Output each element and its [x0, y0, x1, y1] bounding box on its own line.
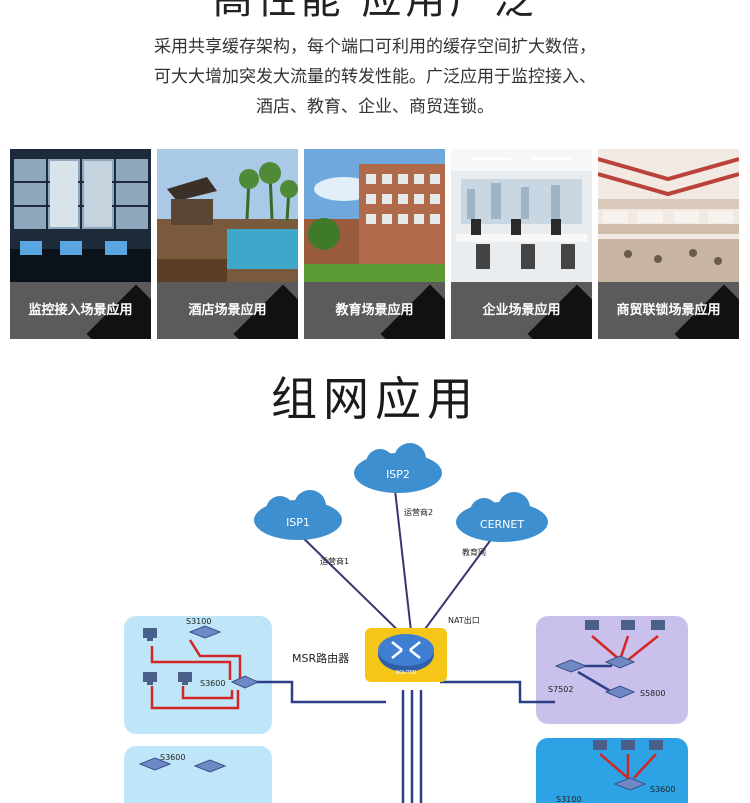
- cloud-isp2-label: ISP2: [386, 468, 410, 481]
- school-building-icon: [304, 149, 445, 282]
- scene-card-enterprise[interactable]: 企业场景应用: [451, 149, 592, 339]
- nat-label: NAT出口: [448, 615, 480, 625]
- right-zone-bottom: [536, 738, 688, 803]
- cloud-isp2-icon: [354, 443, 442, 493]
- router-badge: ROUTER: [396, 670, 417, 676]
- router-label: MSR路由器: [292, 651, 349, 665]
- scene-gallery: 监控接入场景应用 酒店场景应用: [10, 149, 740, 339]
- switch-label-s5800: S5800: [640, 689, 665, 698]
- left-zone: [124, 616, 272, 734]
- scene-label: 酒店场景应用: [188, 303, 267, 318]
- scene-card-education[interactable]: 教育场景应用: [304, 149, 445, 339]
- section-description: 采用共享缓存架构，每个端口可利用的缓存空间扩大数倍， 可大大增加突发大流量的转发…: [0, 32, 750, 122]
- switch-label-s3100-left: S3100: [186, 617, 211, 626]
- hotel-pool-icon: [157, 149, 298, 282]
- office-icon: [451, 149, 592, 282]
- scene-card-retail-chain[interactable]: 商贸联锁场景应用: [598, 149, 739, 339]
- switch-label-s7502: S7502: [548, 685, 573, 694]
- switch-icon: [554, 655, 647, 791]
- scene-label: 企业场景应用: [482, 303, 561, 318]
- monitor-wall-icon: [10, 149, 151, 282]
- cloud-cernet-label: CERNET: [480, 518, 524, 531]
- description-line: 酒店、教育、企业、商贸连锁。: [256, 97, 494, 117]
- shopping-mall-icon: [598, 149, 739, 282]
- pc-icon: [585, 620, 665, 750]
- switch-label-s3600-left: S3600: [200, 679, 225, 688]
- scene-label: 商贸联锁场景应用: [616, 303, 721, 318]
- link-label-isp2: 运营商2: [404, 507, 433, 517]
- cloud-cernet-icon: [456, 492, 548, 542]
- scene-label: 监控接入场景应用: [28, 303, 133, 318]
- section-title-performance: 高性能 应用广泛: [212, 0, 538, 23]
- network-topology-diagram: ISP1 ISP2 CERNET 运营商1 运营商2 教育网 NAT出口 ROU…: [124, 443, 688, 803]
- pc-icon: [143, 628, 192, 685]
- switch-label-s3600-left-bottom: S3600: [160, 753, 185, 762]
- scene-label: 教育场景应用: [335, 303, 414, 318]
- cloud-isp1-label: ISP1: [286, 516, 310, 529]
- scene-card-monitoring[interactable]: 监控接入场景应用: [10, 149, 151, 339]
- section-title-network: 组网应用: [271, 372, 479, 426]
- cloud-isp1-icon: [254, 490, 342, 540]
- link-label-isp1: 运营商1: [320, 556, 349, 566]
- switch-label-s3100-right: S3100: [556, 795, 581, 803]
- description-line: 可大大增加突发大流量的转发性能。广泛应用于监控接入、: [154, 67, 596, 87]
- switch-icon: [138, 625, 260, 773]
- description-line: 采用共享缓存架构，每个端口可利用的缓存空间扩大数倍，: [154, 37, 596, 57]
- right-zone: [536, 616, 688, 724]
- scene-card-hotel[interactable]: 酒店场景应用: [157, 149, 298, 339]
- switch-label-s3600-right: S3600: [650, 785, 675, 794]
- left-zone-bottom: [124, 746, 272, 803]
- link-label-cernet: 教育网: [462, 547, 486, 557]
- router-icon: [378, 634, 434, 672]
